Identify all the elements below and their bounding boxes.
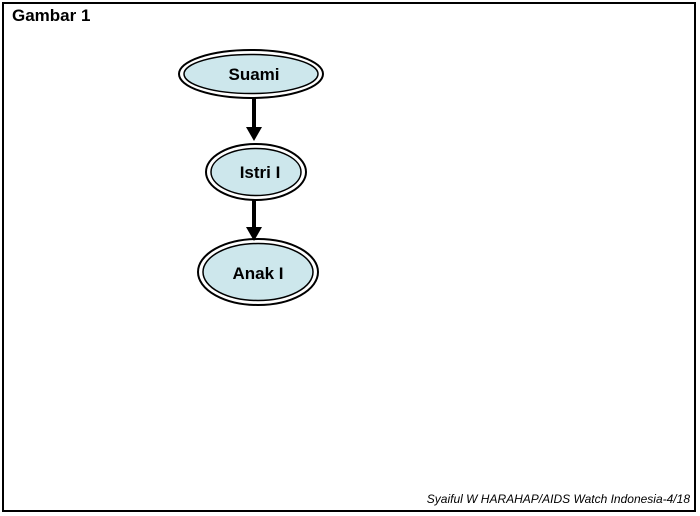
credit-text: Syaiful W HARAHAP/AIDS Watch Indonesia-4… <box>426 492 690 506</box>
node-label-istri: Istri I <box>240 163 281 182</box>
node-suami: Suami <box>178 49 324 99</box>
node-label-anak: Anak I <box>232 264 283 283</box>
figure-frame <box>2 2 696 512</box>
node-istri: Istri I <box>205 143 307 201</box>
arrow-suami-to-istri <box>246 97 262 141</box>
node-label-suami: Suami <box>228 65 279 84</box>
node-anak: Anak I <box>197 238 319 306</box>
figure-title: Gambar 1 <box>12 6 91 25</box>
arrow-istri-to-anak <box>246 200 262 241</box>
